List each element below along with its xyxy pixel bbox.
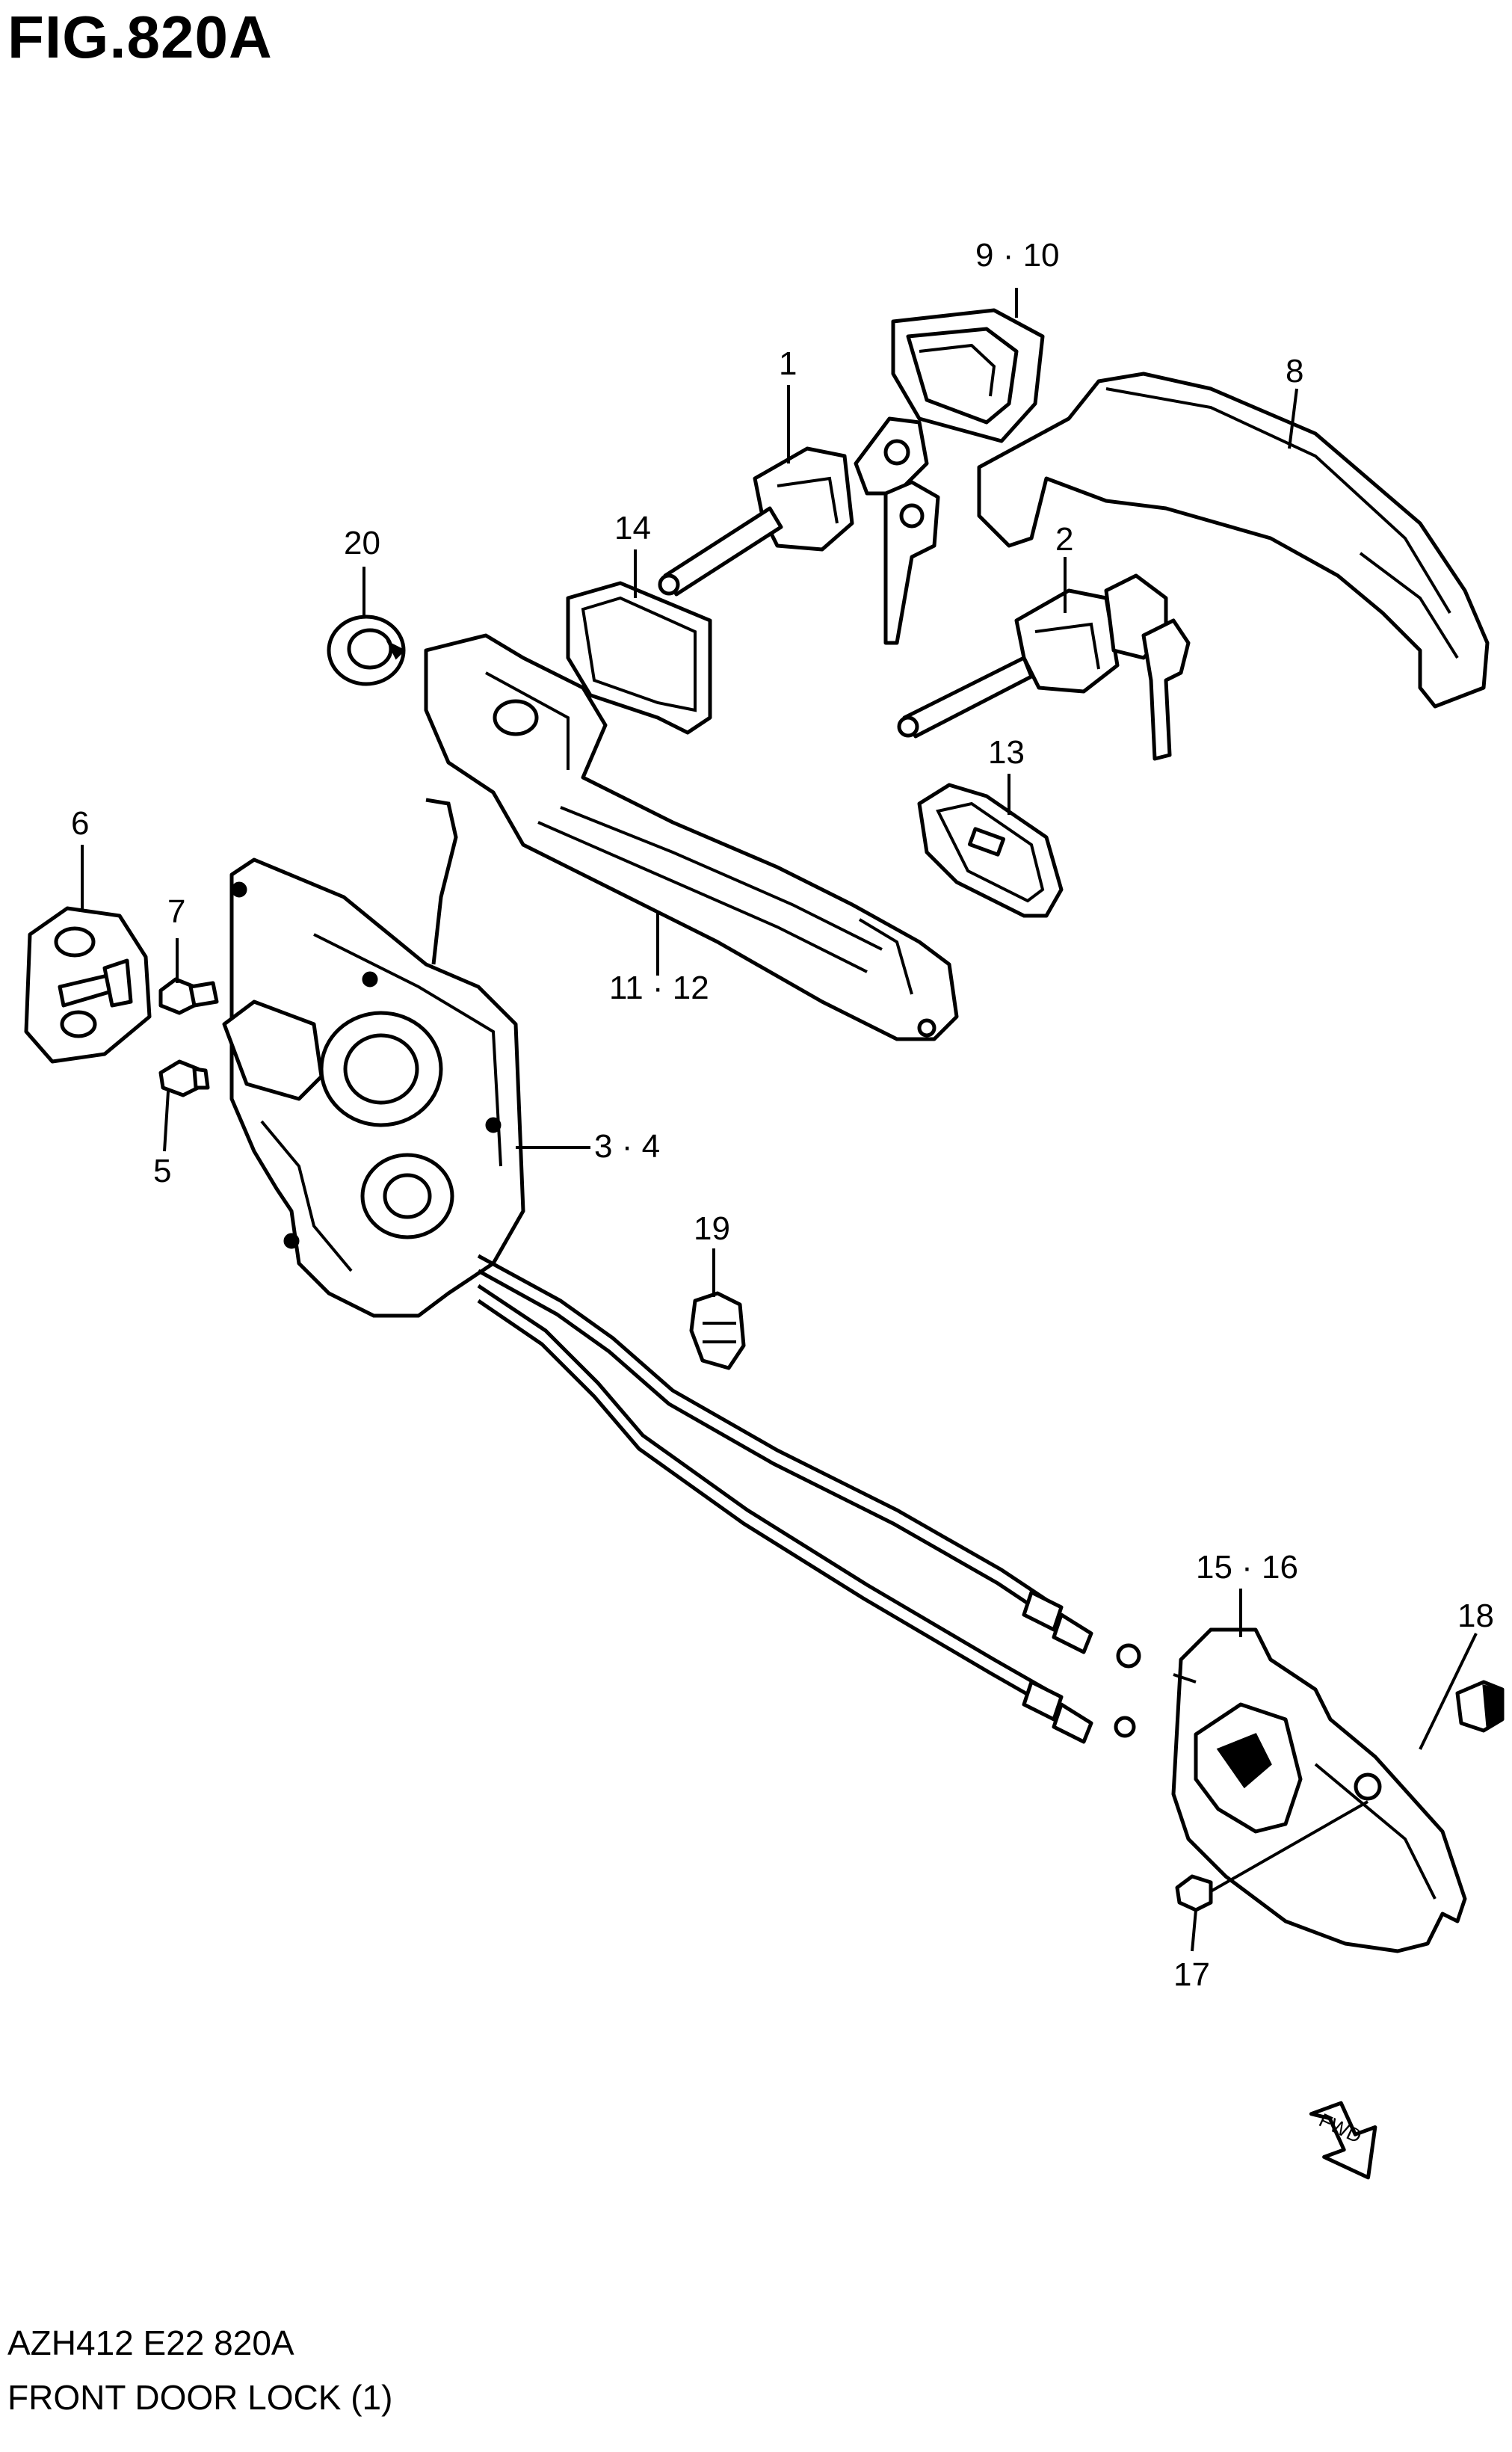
part-clip xyxy=(689,1291,746,1370)
figure-code: AZH412 E22 820A xyxy=(7,2323,294,2362)
part-lock-assembly xyxy=(222,857,525,1318)
callout-13: 13 xyxy=(988,734,1025,771)
part-outer-handle xyxy=(977,372,1490,709)
figure-name: FRONT DOOR LOCK (1) xyxy=(7,2378,393,2417)
part-inner-handle xyxy=(1171,1627,1467,1953)
callout-11-12: 11 · 12 xyxy=(609,970,709,1006)
cable-lower-b xyxy=(477,1299,1044,1705)
callout-19: 19 xyxy=(694,1210,730,1247)
callout-3-4: 3 · 4 xyxy=(594,1128,661,1165)
part-key-cylinder-2 xyxy=(897,573,1191,761)
part-gasket xyxy=(566,581,712,735)
part-cap xyxy=(1455,1680,1505,1733)
callout-18: 18 xyxy=(1457,1598,1494,1634)
callout-14: 14 xyxy=(614,510,651,546)
cable-upper xyxy=(477,1254,1048,1602)
part-screw-17 xyxy=(1175,1800,1368,1912)
part-handle-cap xyxy=(891,308,1045,443)
leader-lines xyxy=(81,288,1478,1952)
part-grommet xyxy=(327,614,406,686)
cable-upper-b xyxy=(477,1269,1044,1615)
callout-6: 6 xyxy=(71,805,90,842)
callout-2: 2 xyxy=(1055,521,1074,558)
part-key-cylinder-1 xyxy=(658,416,940,645)
callout-8: 8 xyxy=(1286,353,1304,389)
callout-20: 20 xyxy=(344,525,380,561)
part-handle-frame xyxy=(424,633,959,1041)
part-striker xyxy=(24,906,152,1064)
callout-1: 1 xyxy=(779,345,797,382)
forward-arrow-icon: FWD xyxy=(1309,2101,1377,2180)
connecting-rod xyxy=(425,798,458,965)
callout-5: 5 xyxy=(153,1153,172,1189)
part-screw-7 xyxy=(158,977,219,1015)
figure-title: FIG.820A xyxy=(7,4,273,70)
callout-7: 7 xyxy=(167,893,186,930)
part-pad xyxy=(917,783,1064,918)
cable-lower xyxy=(477,1284,1048,1692)
part-screw-5 xyxy=(158,1059,210,1097)
callout-9-10: 9 · 10 xyxy=(975,237,1060,274)
callout-15-16: 15 · 16 xyxy=(1196,1549,1298,1586)
callout-17: 17 xyxy=(1173,1956,1210,1993)
